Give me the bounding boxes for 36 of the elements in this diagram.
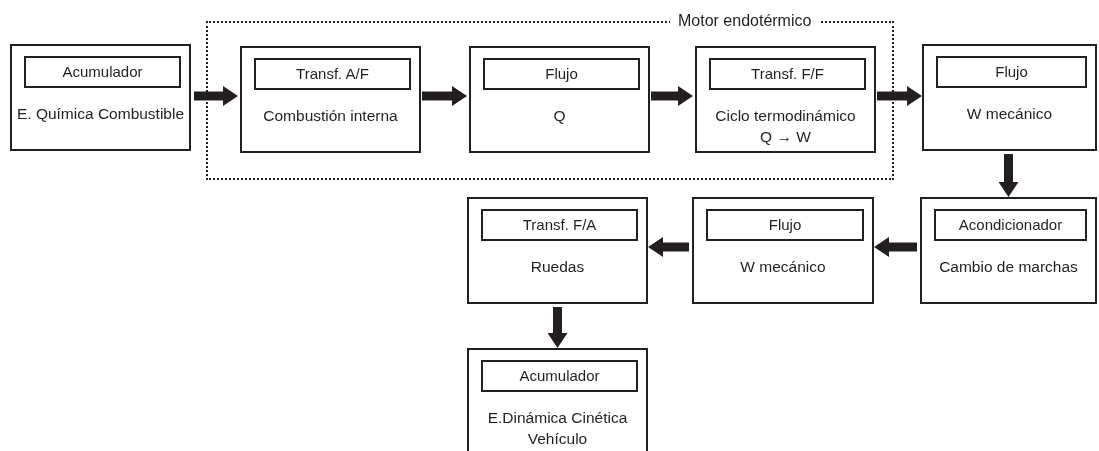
process-box [922, 44, 1097, 151]
process-box [692, 197, 874, 304]
arrow [422, 86, 467, 106]
header-box: Transf. F/F [709, 58, 866, 90]
header-box: Acumulador [24, 56, 181, 88]
arrow [547, 307, 568, 348]
box-text: W mecánico [740, 257, 826, 277]
box-text: W mecánico [966, 104, 1053, 124]
header-box: Acondicionador [934, 209, 1087, 241]
box-text: Combustión interna [263, 106, 398, 126]
process-box [240, 46, 421, 153]
process-box [469, 46, 650, 153]
process-box [10, 44, 191, 151]
box-text: E. Química Combustible [16, 104, 185, 124]
arrow [651, 86, 693, 106]
box-text: Q → W [760, 127, 811, 147]
box-text: Cambio de marchas [939, 257, 1078, 277]
header-box: Flujo [936, 56, 1087, 88]
arrow [877, 86, 922, 106]
header-box: Acumulador [481, 360, 638, 392]
header-box: Flujo [706, 209, 864, 241]
arrow [998, 154, 1019, 197]
process-box [467, 197, 648, 304]
header-box: Transf. A/F [254, 58, 411, 90]
box-text: Ruedas [530, 257, 585, 277]
process-box [695, 46, 876, 153]
box-text: Ciclo termodinámico [715, 106, 856, 126]
arrow [194, 86, 238, 106]
process-box [920, 197, 1097, 304]
box-text: E.Dinámica Cinética Vehículo [486, 408, 629, 449]
box-text: Q [553, 106, 566, 126]
arrow [648, 237, 689, 257]
header-box: Transf. F/A [481, 209, 638, 241]
process-box [467, 348, 648, 451]
header-box: Flujo [483, 58, 640, 90]
arrow [874, 237, 917, 257]
